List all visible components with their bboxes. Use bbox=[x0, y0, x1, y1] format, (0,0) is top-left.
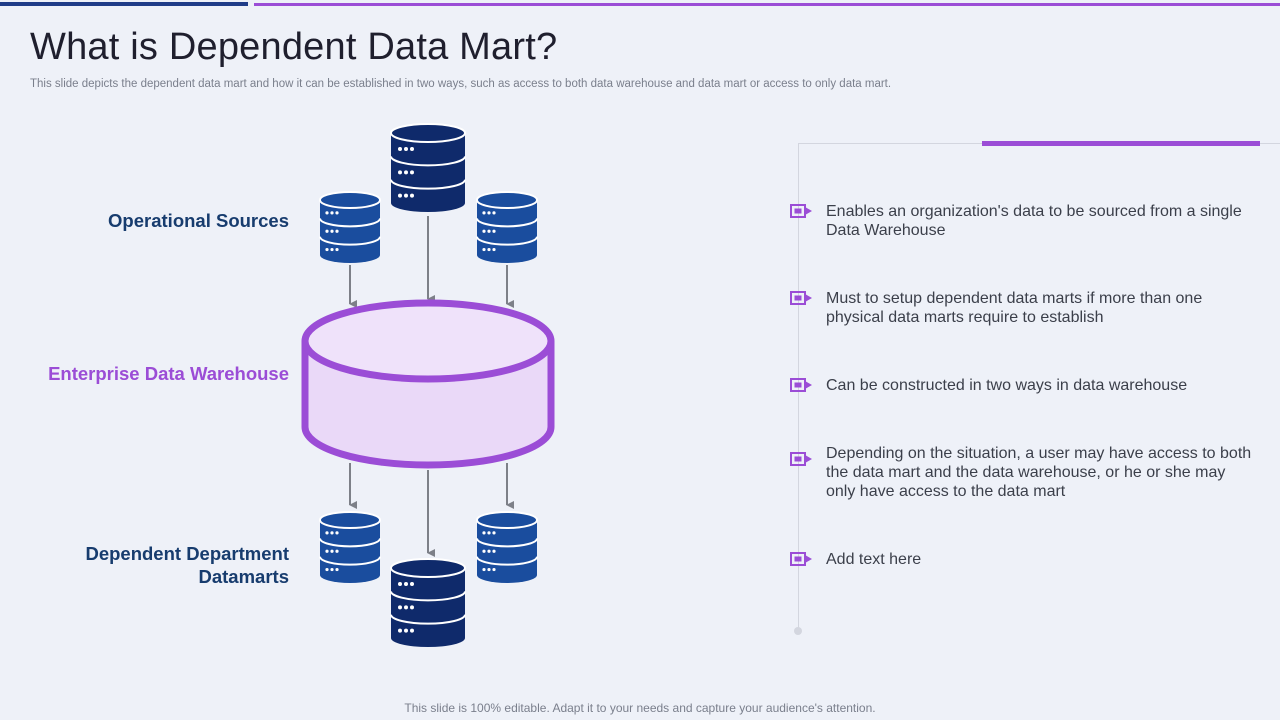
flag-marker-icon bbox=[790, 378, 812, 392]
flag-marker-icon bbox=[790, 291, 812, 305]
flag-marker-icon bbox=[790, 452, 812, 466]
flag-marker-icon bbox=[790, 552, 812, 566]
top-accent-bar-purple bbox=[254, 3, 1280, 6]
data-mart-diagram bbox=[301, 123, 555, 647]
timeline-accent-bar bbox=[982, 141, 1260, 146]
footer-note: This slide is 100% editable. Adapt it to… bbox=[404, 701, 876, 715]
timeline-end-dot bbox=[794, 627, 802, 635]
database-icon bbox=[390, 558, 466, 647]
bullet-text: Depending on the situation, a user may h… bbox=[826, 445, 1252, 500]
database-icon bbox=[476, 511, 538, 583]
flag-marker-icon bbox=[790, 204, 812, 218]
bullet-text: Add text here bbox=[826, 551, 922, 568]
database-icon bbox=[319, 511, 381, 583]
page-title: What is Dependent Data Mart? bbox=[30, 26, 558, 68]
top-accent-bar-dark bbox=[0, 2, 248, 6]
bullet-text: Enables an organization's data to be sou… bbox=[826, 203, 1242, 239]
label-enterprise-data-warehouse: Enterprise Data Warehouse bbox=[48, 363, 289, 384]
page-subtitle: This slide depicts the dependent data ma… bbox=[30, 78, 892, 90]
label-operational-sources: Operational Sources bbox=[108, 210, 289, 231]
bullet-text: Can be constructed in two ways in data w… bbox=[826, 377, 1188, 394]
label-dependent-department-datamarts: Dependent Department Datamarts bbox=[85, 543, 289, 587]
bullet-text: Must to setup dependent data marts if mo… bbox=[826, 290, 1203, 326]
database-icon bbox=[319, 191, 381, 263]
database-icon bbox=[476, 191, 538, 263]
warehouse-cylinder-icon bbox=[301, 299, 555, 469]
database-icon bbox=[390, 123, 466, 212]
